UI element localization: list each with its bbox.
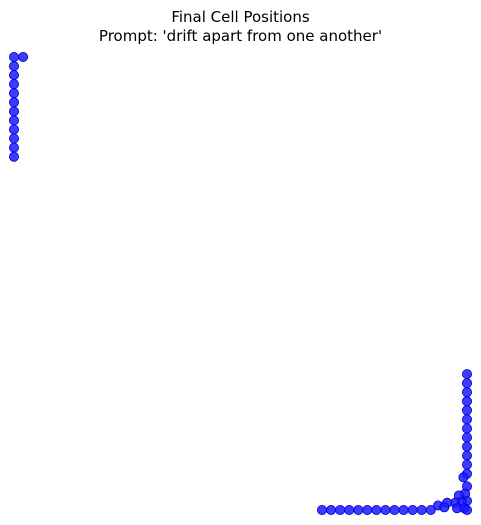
cell-point: [316, 504, 327, 515]
cell-point: [8, 151, 19, 162]
cell-point: [8, 52, 19, 63]
cell-point: [389, 504, 400, 515]
chart-title: Final Cell Positions: [171, 8, 310, 26]
chart-title-block: Final Cell Positions Prompt: 'drift apar…: [0, 8, 481, 46]
cell-point: [18, 52, 29, 63]
cell-point: [380, 504, 391, 515]
cell-point: [461, 432, 472, 443]
cell-point: [8, 61, 19, 72]
cell-point: [344, 504, 355, 515]
cell-point: [8, 133, 19, 144]
cell-point: [8, 142, 19, 153]
cell-point: [8, 106, 19, 117]
cell-point: [8, 79, 19, 90]
data-points: [8, 52, 472, 515]
cell-point: [416, 504, 427, 515]
cell-point: [461, 378, 472, 389]
cell-point: [461, 414, 472, 425]
cell-point: [461, 369, 472, 380]
cell-point: [353, 504, 364, 515]
cell-point: [326, 504, 337, 515]
cell-point: [8, 115, 19, 126]
cell-point: [461, 423, 472, 434]
cell-point: [439, 502, 450, 513]
cell-point: [371, 504, 382, 515]
cell-point: [461, 405, 472, 416]
cell-point: [398, 504, 409, 515]
cell-point: [461, 450, 472, 461]
cell-point: [458, 472, 469, 483]
cell-point: [8, 70, 19, 81]
cell-point: [8, 124, 19, 135]
cell-point: [8, 88, 19, 99]
cell-point: [8, 97, 19, 108]
cell-point: [407, 504, 418, 515]
cell-point: [461, 504, 472, 515]
cell-point: [461, 459, 472, 470]
cell-point: [461, 441, 472, 452]
cell-point: [461, 387, 472, 398]
cell-point: [461, 396, 472, 407]
cell-point: [335, 504, 346, 515]
chart-subtitle: Prompt: 'drift apart from one another': [98, 27, 383, 45]
cell-point: [425, 504, 436, 515]
cell-point: [362, 504, 373, 515]
